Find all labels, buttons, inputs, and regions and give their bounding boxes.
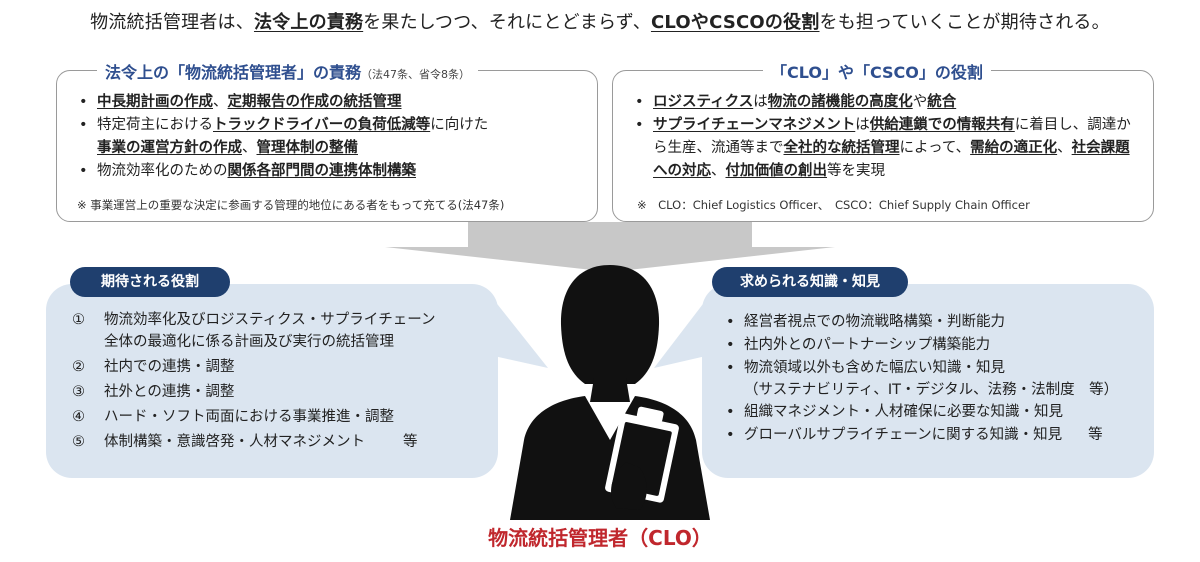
- required-knowledge-list: •経営者視点での物流戦略構築・判断能力 •社内外とのパートナーシップ構築能力 •…: [722, 311, 1142, 447]
- list-item: •中長期計画の作成、定期報告の作成の統括管理: [79, 94, 402, 110]
- list-item: •ロジスティクスは物流の諸機能の高度化や統合: [635, 94, 957, 110]
- list-item: •組織マネジメント・人材確保に必要な知識・知見: [726, 404, 1063, 420]
- clo-csco-roles-box: 「CLO」や「CSCO」の役割 •ロジスティクスは物流の諸機能の高度化や統合 •…: [612, 59, 1154, 222]
- clo-csco-list: •ロジスティクスは物流の諸機能の高度化や統合 •サプライチェーンマネジメントは供…: [631, 91, 1136, 183]
- clo-csco-title: 「CLO」や「CSCO」の役割: [763, 59, 991, 83]
- legal-duties-box: 法令上の「物流統括管理者」の責務（法47条、省令8条） •中長期計画の作成、定期…: [56, 59, 598, 222]
- headline-text: をも担っていくことが期待される。: [819, 12, 1110, 33]
- downward-arrow: [385, 222, 835, 272]
- headline-emphasis-roles: CLOやCSCOの役割: [650, 12, 820, 33]
- list-item: •グローバルサプライチェーンに関する知識・知見等: [726, 427, 1103, 443]
- legal-note: ※ 事業運営上の重要な決定に参画する管理的地位にある者をもって充てる(法47条): [77, 198, 505, 212]
- list-item: •サプライチェーンマネジメントは供給連鎖での情報共有に着目し、調達から生産、流通…: [635, 117, 1131, 179]
- required-knowledge-label: 求められる知識・知見: [712, 267, 908, 297]
- expected-roles-label: 期待される役割: [70, 267, 230, 297]
- legal-reference: （法47条、省令8条）: [361, 68, 471, 81]
- required-knowledge-bubble: [702, 284, 1154, 478]
- headline-emphasis-duties: 法令上の責務: [253, 12, 364, 33]
- expected-roles-bubble: [46, 284, 498, 478]
- headline: 物流統括管理者は、法令上の責務を果たしつつ、それにとどまらず、CLOやCSCOの…: [0, 8, 1200, 34]
- legal-duties-title: 法令上の「物流統括管理者」の責務（法47条、省令8条）: [97, 59, 479, 83]
- clipboard-icon: [605, 406, 679, 510]
- clo-caption: 物流統括管理者（CLO）: [488, 526, 712, 550]
- headline-text: を果たしつつ、それにとどまらず、: [363, 12, 651, 33]
- list-item: •経営者視点での物流戦略構築・判断能力: [726, 314, 1005, 330]
- list-item: •物流効率化のための関係各部門間の連携体制構築: [79, 163, 416, 179]
- legal-duties-list: •中長期計画の作成、定期報告の作成の統括管理 •特定荷主におけるトラックドライバ…: [75, 91, 580, 183]
- list-item: •物流領域以外も含めた幅広い知識・知見（サステナビリティ、IT・デジタル、法務・…: [726, 360, 1119, 398]
- list-item: •社内外とのパートナーシップ構築能力: [726, 337, 991, 353]
- headline-text: 物流統括管理者は、: [90, 12, 254, 33]
- list-item: •特定荷主におけるトラックドライバーの負荷低減等に向けた事業の運営方針の作成、管…: [79, 117, 489, 156]
- abbreviation-note: ※ CLO：Chief Logistics Officer、 CSCO：Chie…: [637, 198, 1030, 212]
